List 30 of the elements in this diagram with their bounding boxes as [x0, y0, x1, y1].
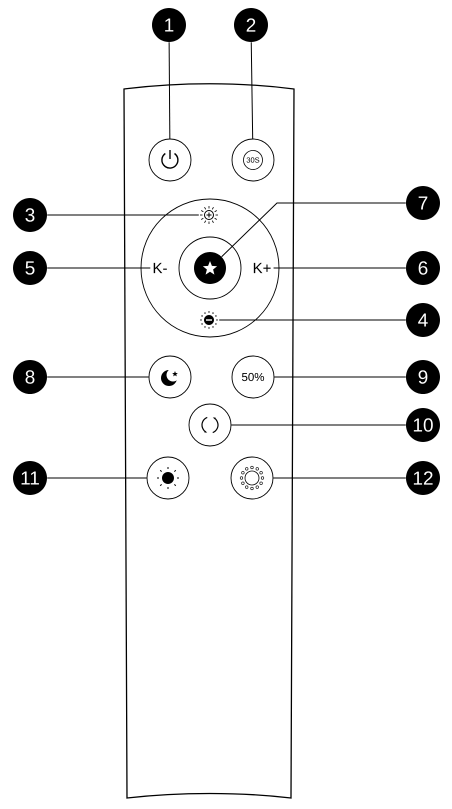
cycle-button: [188, 404, 232, 446]
callout-number: 10: [406, 408, 440, 442]
callout-number: 1: [152, 8, 186, 42]
callout-number: 6: [406, 251, 440, 285]
sun-ring-button: [230, 456, 274, 500]
brightness-down-icon: [200, 311, 218, 329]
callout-number: 11: [13, 461, 47, 495]
callout-number: 12: [406, 461, 440, 495]
brightness-up-icon: [200, 206, 218, 224]
button-label: K-: [154, 262, 167, 274]
callout-number: 4: [406, 303, 440, 337]
power-button: [148, 138, 192, 182]
callout-number: 7: [406, 186, 440, 220]
callout-number: 9: [406, 360, 440, 394]
callout-number: 8: [13, 360, 47, 394]
leader-line: [46, 376, 150, 378]
percent-button: 50%: [232, 356, 274, 398]
callout-number: 5: [13, 251, 47, 285]
leader-line: [250, 42, 254, 140]
sun-button: [146, 456, 190, 500]
star-button: [194, 252, 226, 284]
leader-line: [274, 376, 406, 378]
night-button: [148, 356, 192, 398]
leader-line: [221, 202, 406, 258]
leader-line: [46, 214, 200, 216]
button-label: K+: [254, 262, 271, 274]
callout-number: 2: [234, 8, 268, 42]
callout-number: 3: [13, 198, 47, 232]
leader-line: [230, 424, 406, 426]
leader-line: [168, 42, 170, 140]
